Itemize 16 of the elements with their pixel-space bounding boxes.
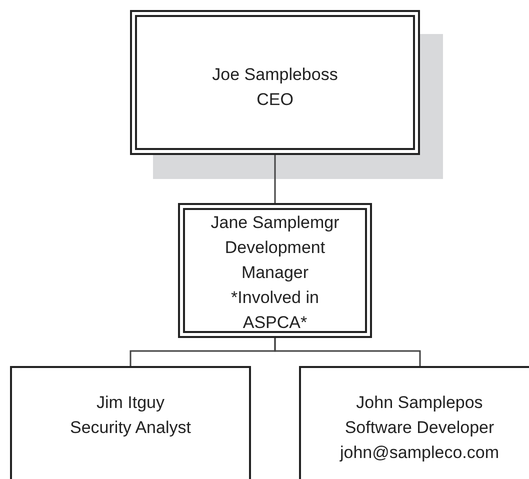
- connector-line: [274, 155, 276, 203]
- node-text: Development Manager: [224, 237, 326, 284]
- node-text: *Involved in ASPCA*: [230, 287, 320, 334]
- node-text: John Samplepos: [356, 392, 483, 414]
- node-text: Security Analyst: [70, 417, 191, 439]
- org-chart-box: [299, 366, 529, 479]
- node-text: Software Developer: [344, 417, 494, 439]
- org-chart-box: [130, 10, 420, 155]
- node-text: Joe Sampleboss: [212, 64, 338, 86]
- node-text: Jane Samplemgr: [210, 212, 340, 234]
- node-text: Jim Itguy: [96, 392, 165, 414]
- org-chart-box: [178, 203, 372, 338]
- connector-line: [274, 338, 421, 366]
- org-chart-box: [10, 366, 251, 479]
- node-text: john@sampleco.com: [340, 442, 499, 464]
- node-text: CEO: [256, 89, 294, 111]
